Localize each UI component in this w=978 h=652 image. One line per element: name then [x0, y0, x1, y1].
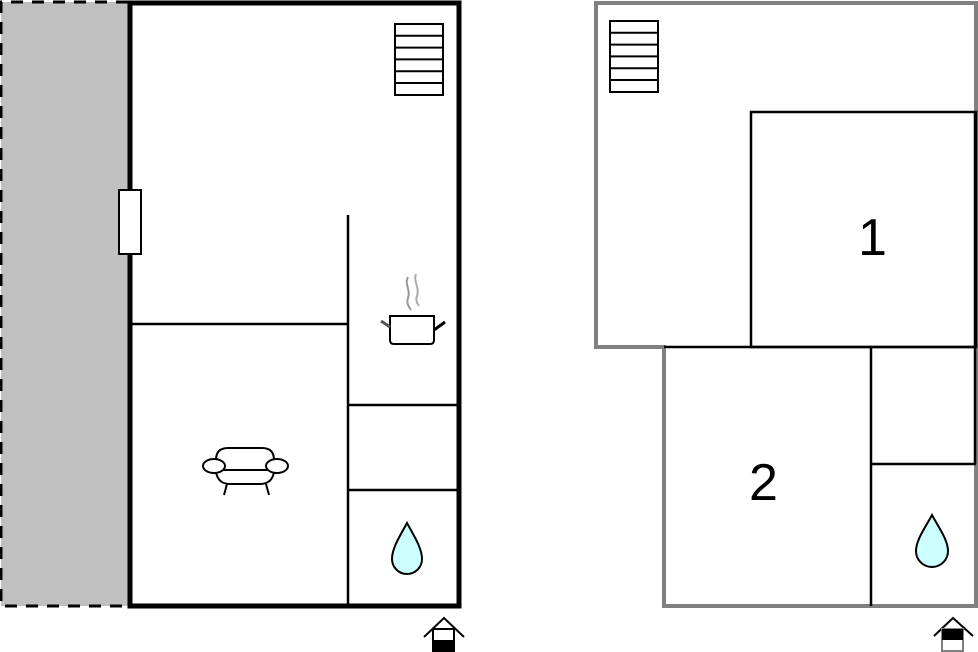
ground-floor-outer-wall [127, 0, 462, 609]
water-drop-icon [914, 512, 950, 568]
entrance-icon [933, 616, 974, 652]
water-drop-icon [390, 520, 424, 575]
bedroom-1-label: 1 [858, 209, 887, 267]
terrace-border-dashed [0, 0, 128, 608]
upper-floor-outer-wall [594, 1, 978, 608]
bedroom-2-label: 2 [749, 454, 778, 512]
terrace-door [118, 189, 142, 255]
entrance-icon [423, 616, 465, 652]
cooking-pot-icon [380, 273, 446, 345]
ground-floor-plan [0, 0, 465, 652]
stairs-icon [609, 20, 659, 93]
terrace [1, 2, 128, 606]
sofa-icon [202, 447, 289, 496]
stairs-icon [394, 23, 444, 96]
upper-floor-plan [594, 1, 978, 652]
